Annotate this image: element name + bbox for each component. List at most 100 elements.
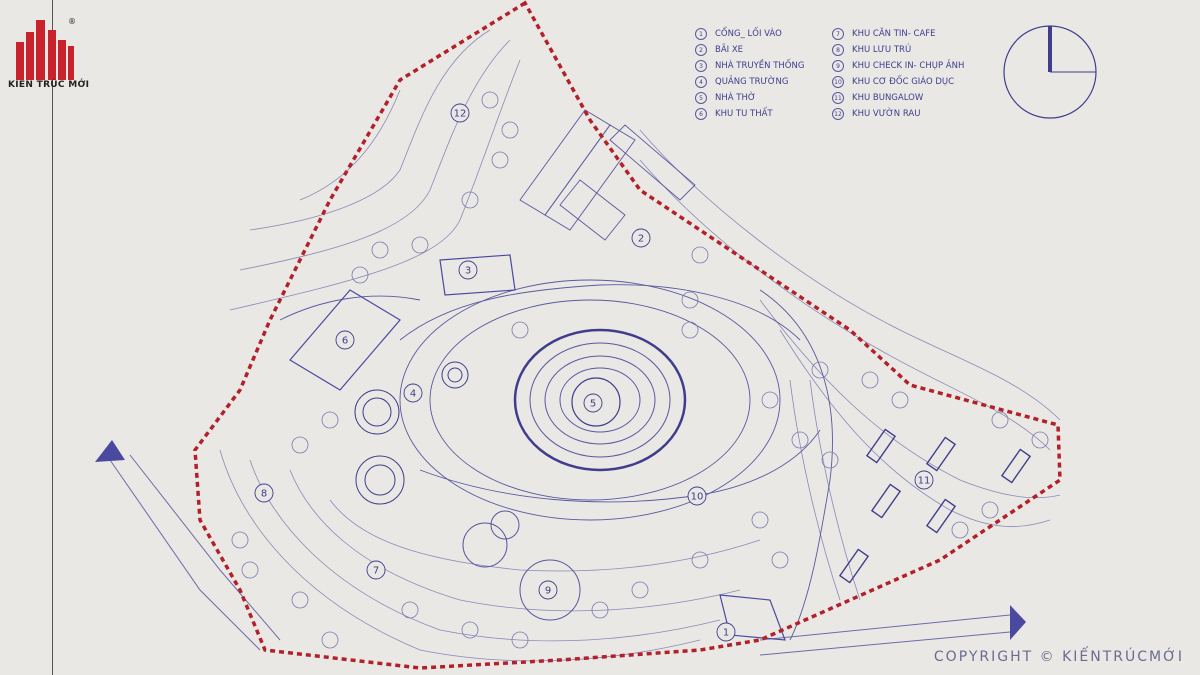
legend-label: KHU CĂN TIN- CAFE <box>852 29 936 39</box>
compass-icon <box>1003 25 1097 119</box>
tree-icon <box>681 291 699 309</box>
zone-marker-7: 7 <box>366 560 386 580</box>
zone-marker-label: 11 <box>918 476 931 487</box>
tree-icon <box>821 451 839 469</box>
tree-icon <box>351 266 369 284</box>
zone-marker-11: 11 <box>914 470 934 490</box>
zone-marker-label: 5 <box>590 399 596 410</box>
tree-icon <box>981 501 999 519</box>
entry-arrow-west-icon <box>95 440 125 462</box>
tree-icon <box>991 411 1009 429</box>
tree-icon <box>511 631 529 649</box>
legend-number: 2 <box>695 44 707 56</box>
legend-item: 2 BÃI XE <box>695 42 804 58</box>
tree-icon <box>631 581 649 599</box>
tree-icon <box>1031 431 1049 449</box>
legend-number: 5 <box>695 92 707 104</box>
registered-mark: ® <box>68 17 76 26</box>
legend-number: 11 <box>832 92 844 104</box>
legend-label: KHU CƠ ĐỐC GIÁO DỤC <box>852 77 955 87</box>
legend-number: 1 <box>695 28 707 40</box>
legend-label: NHÀ TRUYỀN THỐNG <box>715 61 805 71</box>
tree-icon <box>401 601 419 619</box>
zone-marker-label: 7 <box>373 566 379 577</box>
tree-icon <box>511 321 529 339</box>
site-boundary <box>193 0 1062 670</box>
copyright-text: COPYRIGHT © KIẾNTRÚCMỚI <box>933 649 1184 665</box>
legend-item: 3 NHÀ TRUYỀN THỐNG <box>695 58 804 74</box>
tree-icon <box>461 191 479 209</box>
legend-number: 10 <box>832 76 844 88</box>
tree-icon <box>491 151 509 169</box>
tree-icon <box>761 391 779 409</box>
zone-marker-label: 9 <box>545 586 551 597</box>
logo-brand-text: KIEN TRÚC MỚI <box>8 80 90 90</box>
legend-item: 5 NHÀ THỜ <box>695 90 804 106</box>
tree-icon <box>241 561 259 579</box>
zone-marker-10: 10 <box>687 486 707 506</box>
bungalows <box>838 428 1032 584</box>
plaza-paths <box>279 279 833 641</box>
legend-number: 4 <box>695 76 707 88</box>
zone-marker-4: 4 <box>403 383 423 403</box>
zone-marker-label: 10 <box>691 492 704 503</box>
tree-icon <box>791 431 809 449</box>
tree-icon <box>461 621 479 639</box>
legend-label: KHU BUNGALOW <box>852 93 924 103</box>
contour-lines <box>219 29 1061 662</box>
legend-item: 9 KHU CHECK IN- CHỤP ẢNH <box>832 58 964 74</box>
zone-marker-5: 5 <box>583 393 603 413</box>
margin-line <box>52 0 53 675</box>
tree-icon <box>811 361 829 379</box>
legend-item: 11 KHU BUNGALOW <box>832 90 964 106</box>
tree-icon <box>291 436 309 454</box>
tree-icon <box>681 321 699 339</box>
legend-label: KHU VƯỜN RAU <box>852 109 921 119</box>
tree-icon <box>231 531 249 549</box>
legend-label: NHÀ THỜ <box>715 93 756 103</box>
tree-icon <box>691 246 709 264</box>
zone-marker-1: 1 <box>716 622 736 642</box>
tree-icon <box>501 121 519 139</box>
legend-number: 7 <box>832 28 844 40</box>
zone-marker-9: 9 <box>538 580 558 600</box>
zone-marker-label: 4 <box>410 389 416 400</box>
legend-number: 9 <box>832 60 844 72</box>
tree-icon <box>891 391 909 409</box>
tree-icon <box>861 371 879 389</box>
legend-number: 3 <box>695 60 707 72</box>
legend-label: BÃI XE <box>715 45 744 55</box>
trees <box>231 91 1049 649</box>
legend-item: 7 KHU CĂN TIN- CAFE <box>832 26 964 42</box>
legend-number: 6 <box>695 108 707 120</box>
legend-item: 12 KHU VƯỜN RAU <box>832 106 964 122</box>
tree-icon <box>321 411 339 429</box>
legend-label: KHU LƯU TRÚ <box>852 45 912 55</box>
tree-icon <box>291 591 309 609</box>
zone-marker-12: 12 <box>450 103 470 123</box>
tree-icon <box>321 631 339 649</box>
tree-icon <box>951 521 969 539</box>
tree-icon <box>591 601 609 619</box>
buildings <box>289 254 786 641</box>
zone-marker-label: 3 <box>465 266 471 277</box>
parking-lots <box>519 109 696 241</box>
legend-number: 12 <box>832 108 844 120</box>
kientrucmoi-logo: ® <box>16 17 76 80</box>
zone-marker-label: 6 <box>342 336 348 347</box>
check-in-circles <box>462 510 581 621</box>
tree-icon <box>691 551 709 569</box>
zone-marker-label: 12 <box>454 109 467 120</box>
tree-icon <box>751 511 769 529</box>
zone-marker-8: 8 <box>254 483 274 503</box>
zone-marker-label: 8 <box>261 489 267 500</box>
rosette-gardens <box>354 361 469 505</box>
legend-label: KHU CHECK IN- CHỤP ẢNH <box>852 61 965 71</box>
